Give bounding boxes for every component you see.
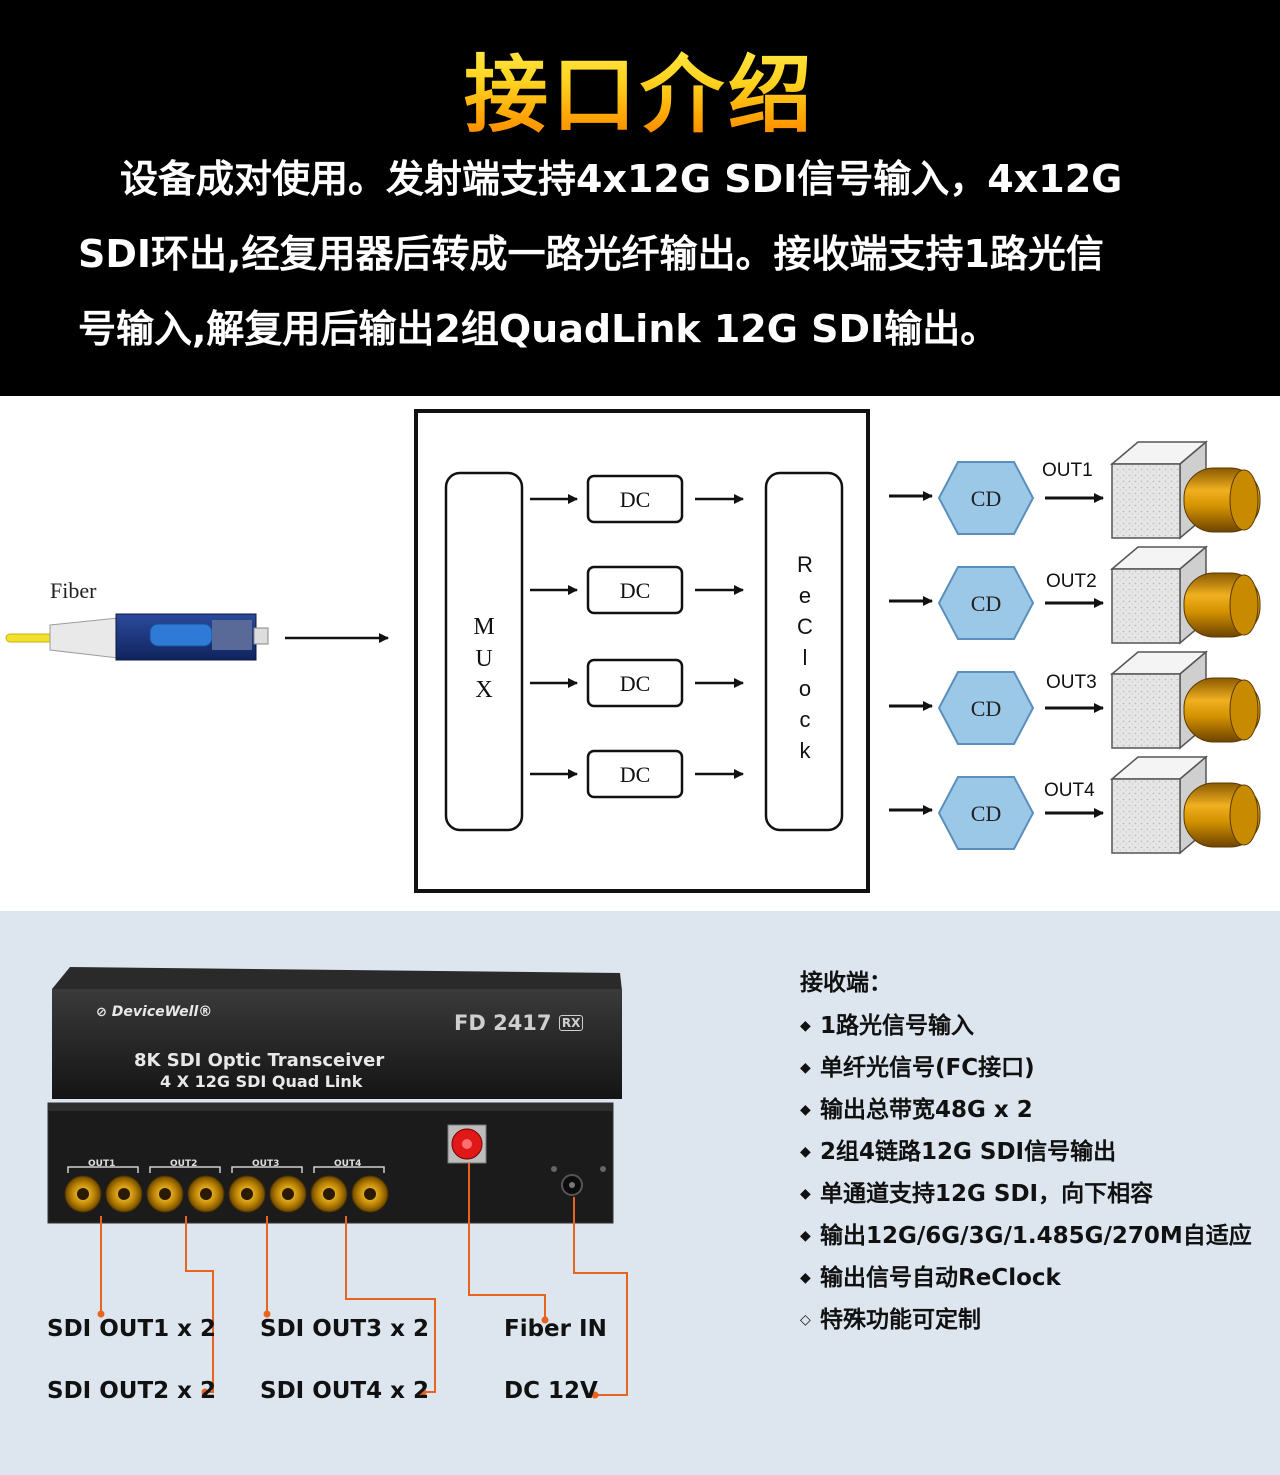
out-label: OUT4: [1044, 780, 1095, 801]
spec-item: ◆ 1路光信号输入: [800, 1006, 974, 1040]
port-label-out1: SDI OUT1 x 2: [47, 1316, 216, 1342]
cd-label: CD: [971, 591, 1002, 616]
device-model: FD 2417 RX: [454, 1011, 584, 1035]
spec-item: ◆ 单通道支持12G SDI，向下相容: [800, 1174, 1153, 1208]
spec-text: 2组4链路12G SDI信号输出: [820, 1139, 1117, 1165]
reclock-letter: C: [797, 614, 813, 639]
diamond-bullet-icon: ◆: [800, 1060, 811, 1076]
mux-block: [444, 471, 524, 832]
diamond-bullet-icon: ◆: [800, 1144, 811, 1160]
spec-text: 单纤光信号(FC接口): [820, 1055, 1035, 1081]
page-title: 接口介绍: [0, 28, 1280, 149]
spec-item: ◆ 2组4链路12G SDI信号输出: [800, 1132, 1116, 1166]
device-product-line1: 8K SDI Optic Transceiver: [134, 1050, 385, 1071]
port-group-label: OUT1: [88, 1159, 116, 1169]
port-group-label: OUT2: [170, 1159, 198, 1169]
fiber-connector-icon: [5, 613, 269, 661]
out-label: OUT3: [1046, 672, 1097, 693]
spec-text: 输出12G/6G/3G/1.485G/270M自适应: [820, 1223, 1252, 1249]
port-group-brackets: [67, 1166, 385, 1173]
callout-dots: [97, 1310, 599, 1399]
port-label-out2: SDI OUT2 x 2: [47, 1378, 216, 1404]
mux-letter: U: [475, 646, 492, 672]
dc-port-icon: [551, 1166, 606, 1196]
fiber-port-icon: [447, 1124, 487, 1164]
out-label: OUT2: [1046, 571, 1097, 592]
spec-text: 单通道支持12G SDI，向下相容: [820, 1181, 1154, 1207]
device-brand-logo: ⊘ DeviceWell®: [96, 1004, 212, 1020]
brand-swoosh-icon: ⊘: [96, 1005, 107, 1020]
spec-text: 输出信号自动ReClock: [820, 1265, 1061, 1291]
spec-item: ◆ 输出总带宽48G x 2: [800, 1090, 1033, 1124]
output-row-1: CD OUT1: [889, 440, 1261, 540]
callout-lines: [100, 1163, 628, 1396]
reclock-letter: e: [799, 583, 811, 608]
reclock-letter: l: [803, 645, 808, 670]
cd-label: CD: [971, 486, 1002, 511]
dc-label: DC: [620, 578, 651, 603]
cd-label: CD: [971, 801, 1002, 826]
port-group-label: OUT4: [334, 1159, 362, 1169]
device-illustration: [47, 967, 628, 1399]
port-label-out3: SDI OUT3 x 2: [260, 1316, 429, 1342]
reclock-letter: o: [799, 676, 811, 701]
port-label-fiber-in: Fiber IN: [504, 1316, 607, 1342]
spec-item: ◆ 单纤光信号(FC接口): [800, 1048, 1035, 1082]
dc-label: DC: [620, 671, 651, 696]
spec-item: ◆ 输出12G/6G/3G/1.485G/270M自适应: [800, 1216, 1252, 1250]
diamond-bullet-icon: ◆: [800, 1102, 811, 1118]
device-model-suffix: RX: [558, 1015, 584, 1031]
out-label: OUT1: [1042, 460, 1093, 481]
diagram-svg: Fiber M U X DC DC DC DC R: [5, 409, 1261, 893]
bnc-connectors: [64, 1175, 389, 1213]
output-row-4: CD OUT4: [889, 755, 1261, 855]
spec-text: 输出总带宽48G x 2: [820, 1097, 1033, 1123]
dc-label: DC: [620, 487, 651, 512]
dc-row-2: DC: [530, 565, 744, 615]
reclock-letter: R: [797, 552, 813, 577]
reclock-letter: k: [800, 738, 812, 763]
hollow-diamond-bullet-icon: ◇: [800, 1312, 811, 1328]
mux-letter: X: [475, 677, 492, 703]
processor-frame: [414, 409, 870, 893]
spec-item: ◆ 输出信号自动ReClock: [800, 1258, 1061, 1292]
intro-line-2: SDI环出,经复用器后转成一路光纤输出。接收端支持1路光信: [78, 232, 1104, 276]
signal-flow-diagram: Fiber M U X DC DC DC DC R: [0, 396, 1280, 911]
port-label-dc: DC 12V: [504, 1378, 598, 1404]
device-model-number: FD 2417: [454, 1011, 552, 1035]
spec-text: 1路光信号输入: [820, 1013, 975, 1039]
cd-label: CD: [971, 696, 1002, 721]
diamond-bullet-icon: ◆: [800, 1186, 811, 1202]
spec-title: 接收端：: [800, 970, 892, 996]
reclock-letter: c: [800, 707, 811, 732]
fiber-label: Fiber: [50, 578, 97, 603]
device-brand: DeviceWell®: [111, 1004, 213, 1020]
port-label-out4: SDI OUT4 x 2: [260, 1378, 429, 1404]
device-top-panel: [52, 989, 622, 1099]
dc-row-3: DC: [530, 658, 744, 708]
diamond-bullet-icon: ◆: [800, 1018, 811, 1034]
device-product-line2: 4 X 12G SDI Quad Link: [160, 1072, 363, 1091]
intro-line-1: 设备成对使用。发射端支持4x12G SDI信号输入，4x12G: [120, 157, 1123, 201]
device-top-edge: [52, 967, 622, 991]
output-row-2: CD OUT2: [889, 545, 1261, 645]
output-row-3: CD OUT3: [889, 650, 1261, 750]
diamond-bullet-icon: ◆: [800, 1270, 811, 1286]
dc-label: DC: [620, 762, 651, 787]
dc-row-4: DC: [530, 749, 744, 799]
intro-line-3: 号输入,解复用后输出2组QuadLink 12G SDI输出。: [78, 307, 999, 351]
reclock-block: [764, 471, 844, 832]
spec-item: ◇ 特殊功能可定制: [800, 1300, 981, 1334]
spec-text: 特殊功能可定制: [820, 1307, 981, 1333]
diamond-bullet-icon: ◆: [800, 1228, 811, 1244]
mux-letter: M: [473, 614, 494, 640]
port-group-label: OUT3: [252, 1159, 280, 1169]
header-banner: 接口介绍 设备成对使用。发射端支持4x12G SDI信号输入，4x12G SDI…: [0, 0, 1280, 396]
dc-row-1: DC: [530, 474, 744, 524]
